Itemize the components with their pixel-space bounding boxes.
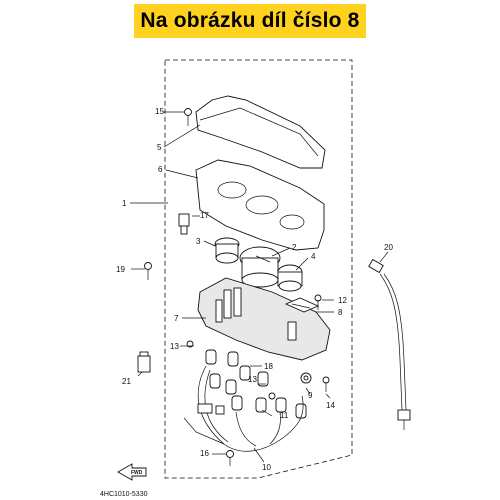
speedometer-cable-part [368, 258, 411, 430]
leader-lines [130, 111, 389, 463]
meter-panel-part [195, 159, 325, 251]
bulb-sockets-part [205, 349, 307, 419]
callout-5: 5 [157, 143, 162, 152]
screw-12-part [314, 294, 322, 310]
bracket-part [178, 213, 190, 235]
callout-18: 18 [264, 362, 273, 371]
wire-harness-part [183, 365, 304, 452]
callout-16: 16 [200, 449, 209, 458]
callout-15: 15 [155, 107, 164, 116]
callout-19: 19 [116, 265, 125, 274]
screw-19-part [144, 262, 152, 280]
fwd-label: FWD [131, 470, 143, 476]
callout-14: 14 [326, 401, 335, 410]
speedometer-part [239, 246, 281, 288]
gauge-right-part [277, 264, 303, 292]
callout-8: 8 [338, 308, 343, 317]
callout-2: 2 [292, 243, 297, 252]
callout-20: 20 [384, 243, 393, 252]
callout-13-upper: 13 [170, 342, 179, 351]
screw-14-part [322, 376, 330, 392]
callout-3: 3 [196, 237, 201, 246]
grommet-9-part [300, 372, 312, 384]
callout-labels: 1 2 3 4 5 6 7 8 9 10 11 12 13 13 14 15 1… [116, 107, 393, 472]
callout-7: 7 [174, 314, 179, 323]
diagram-code: 4HC1010-5330 [100, 491, 148, 498]
screw-16-part [226, 450, 234, 466]
meter-case-part [197, 277, 331, 361]
connector-21-part [137, 351, 151, 373]
callout-21: 21 [122, 377, 131, 386]
callout-13-lower: 13 [248, 375, 257, 384]
callout-17: 17 [200, 211, 209, 220]
screw-15-part [184, 108, 192, 126]
callout-6: 6 [158, 165, 163, 174]
meter-cover-part [195, 95, 326, 169]
callout-9: 9 [308, 391, 313, 400]
gauge-small-part [214, 237, 240, 264]
callout-11: 11 [280, 411, 289, 420]
title-banner: Na obrázku díl číslo 8 [134, 4, 366, 38]
fwd-arrow-icon: FWD [117, 463, 147, 481]
callout-12: 12 [338, 296, 347, 305]
callout-4: 4 [311, 252, 316, 261]
assembly-outline [164, 59, 353, 479]
title-text: Na obrázku díl číslo 8 [140, 9, 360, 32]
callout-1: 1 [122, 199, 127, 208]
screw-13-parts [186, 340, 276, 400]
callout-10: 10 [262, 463, 271, 472]
